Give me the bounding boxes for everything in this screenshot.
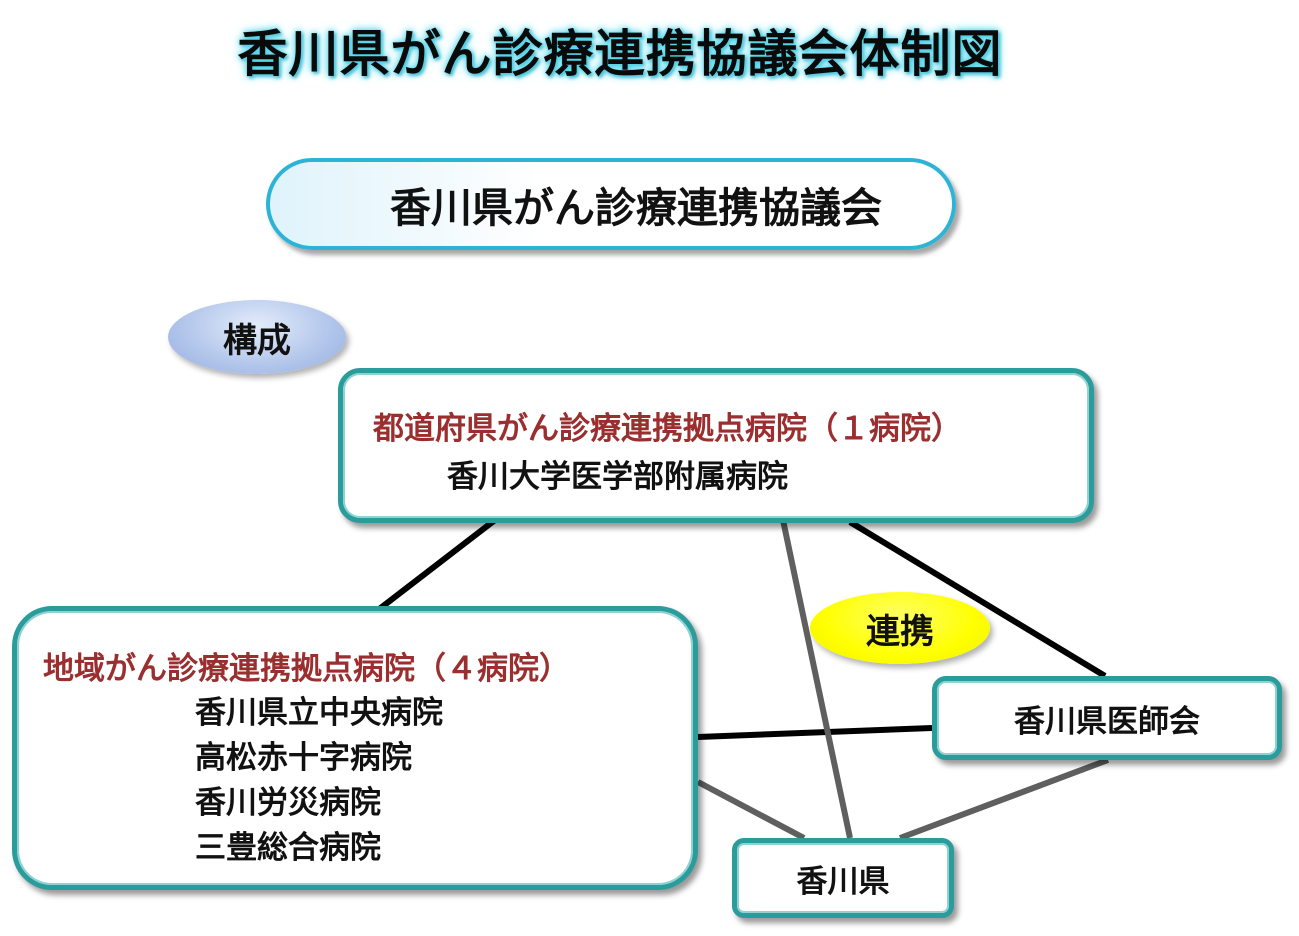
regional-hospitals-type: 地域がん診療連携拠点病院（４病院） — [43, 651, 570, 687]
line-prefectural-to-regional — [376, 517, 497, 613]
composition-label: 構成 — [168, 300, 346, 374]
prefecture-box: 香川県 — [732, 838, 954, 918]
regional-hospitals-box: 地域がん診療連携拠点病院（４病院） 香川県立中央病院 高松赤十字病院 香川労災病… — [12, 606, 698, 890]
line-regional-to-medical-assoc — [697, 725, 933, 740]
prefectural-hospital-box: 都道府県がん診療連携拠点病院（１病院） 香川大学医学部附属病院 — [338, 368, 1094, 523]
line-prefectural-to-prefecture — [780, 519, 853, 839]
council-label: 香川県がん診療連携協議会 — [390, 184, 882, 232]
page-title: 香川県がん診療連携協議会体制図 — [237, 25, 1003, 83]
list-item: 香川労災病院 — [195, 785, 381, 821]
list-item: 高松赤十字病院 — [195, 740, 412, 776]
council-box: 香川県がん診療連携協議会 — [266, 158, 956, 250]
list-item: 香川県立中央病院 — [195, 695, 443, 731]
medical-association-label: 香川県医師会 — [1014, 703, 1200, 740]
prefecture-label: 香川県 — [796, 863, 890, 900]
line-medical-assoc-to-prefecture — [898, 757, 1110, 841]
prefectural-hospital-type: 都道府県がん診療連携拠点病院（１病院） — [373, 411, 962, 447]
cooperation-label: 連携 — [810, 592, 990, 664]
prefectural-hospital-name: 香川大学医学部附属病院 — [447, 459, 788, 495]
line-regional-to-prefecture — [696, 779, 806, 841]
medical-association-box: 香川県医師会 — [932, 676, 1282, 760]
regional-hospital-list: 香川県立中央病院 高松赤十字病院 香川労災病院 三豊総合病院 — [195, 691, 443, 871]
line-prefectural-to-medical-assoc — [848, 519, 1107, 679]
list-item: 三豊総合病院 — [195, 830, 381, 866]
